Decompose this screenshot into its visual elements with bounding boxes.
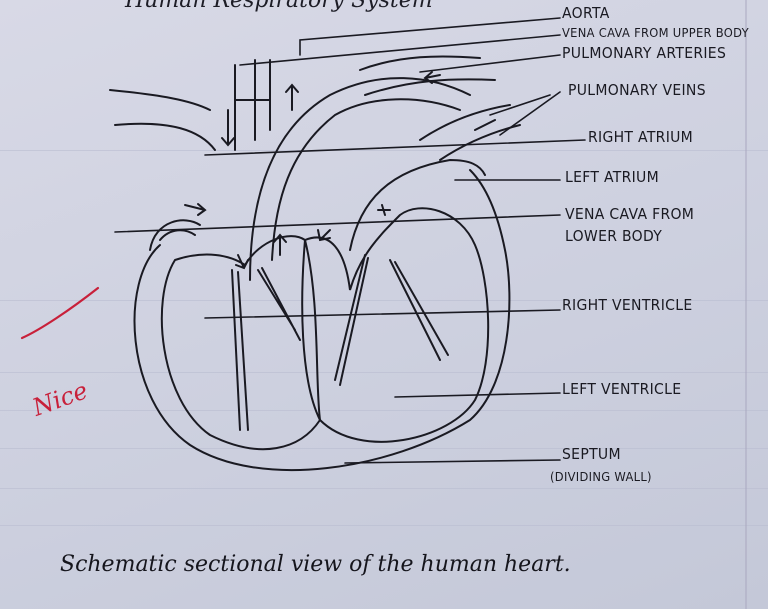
pulmonary-artery-left [109,89,216,151]
arrow [221,109,235,147]
label-vena-cava-lower: VENA CAVA FROM [565,206,695,224]
label-pulmonary-arteries: PULMONARY ARTERIES [562,45,727,63]
ruled-line [0,150,768,151]
diagram-caption: Schematic sectional view of the human he… [60,552,571,577]
tick-mark-icon [20,286,100,340]
arrow [273,233,287,256]
label-right-atrium: RIGHT ATRIUM [588,129,694,147]
arrow [235,254,249,270]
tricuspid-valve [231,267,301,431]
ruled-line [0,372,768,373]
label-septum-note: (DIVIDING WALL) [550,469,652,485]
label-left-atrium: LEFT ATRIUM [565,169,659,187]
ruled-line [0,410,768,411]
arrow [377,204,391,216]
label-vena-cava-upper: VENA CAVA FROM UPPER BODY [562,25,749,41]
ruled-line [0,525,768,526]
vena-cava-upper [234,59,271,151]
top-heading: Human Respiratory System [125,0,433,13]
label-left-ventricle: LEFT VENTRICLE [562,381,682,399]
septum [304,239,321,421]
heart-inner-wall [160,235,322,451]
label-right-ventricle: RIGHT VENTRICLE [562,297,693,315]
pulmonary-veins [419,104,521,161]
aorta-arch [249,77,471,281]
margin-line [745,0,747,609]
mitral-valve [334,254,449,386]
label-septum: SEPTUM [562,446,621,464]
label-pulmonary-veins: PULMONARY VEINS [568,82,706,100]
left-ventricle-wall [304,207,490,443]
leader-lines [114,17,586,464]
arrow [184,203,207,216]
vena-cava-lower [149,219,201,251]
ruled-line [0,448,768,449]
left-atrium-wall [349,158,486,251]
arrow [285,83,299,111]
heart-outline [133,169,511,472]
label-aorta: AORTA [562,5,610,23]
ruled-line [0,488,768,489]
aorta-arch-inner [271,98,461,261]
arrow [317,229,331,242]
arrow [423,71,441,84]
label-vena-cava-lower-2: LOWER BODY [565,228,663,246]
ruled-line [0,300,768,301]
